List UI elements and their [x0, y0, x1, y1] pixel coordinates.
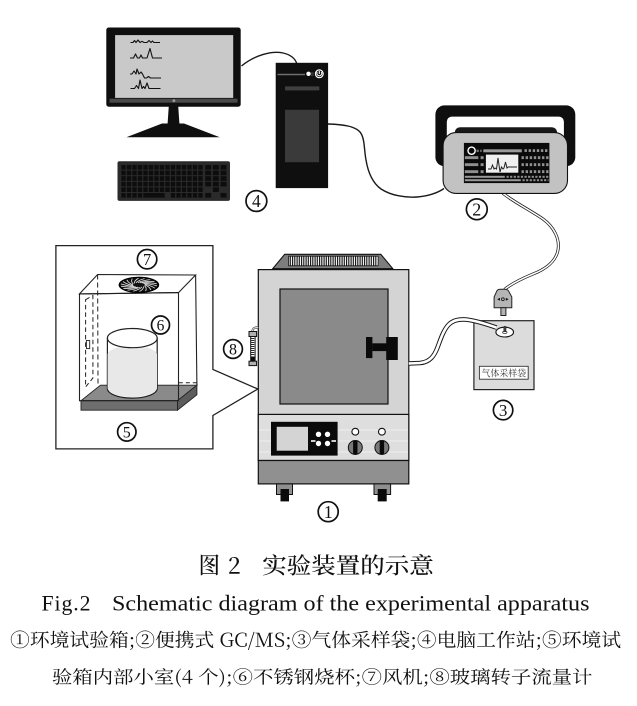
- svg-text:Fig.2: Fig.2: [42, 592, 92, 616]
- svg-text:1: 1: [324, 502, 333, 522]
- svg-text:8: 8: [229, 342, 237, 359]
- svg-text:3: 3: [499, 401, 508, 420]
- svg-text:6: 6: [157, 317, 165, 334]
- svg-text:4: 4: [252, 191, 261, 211]
- svg-text:Schematic diagram of the exper: Schematic diagram of the experimental ap…: [112, 592, 590, 616]
- svg-text:2: 2: [472, 200, 481, 220]
- svg-text:5: 5: [123, 425, 131, 442]
- svg-text:7: 7: [143, 250, 151, 269]
